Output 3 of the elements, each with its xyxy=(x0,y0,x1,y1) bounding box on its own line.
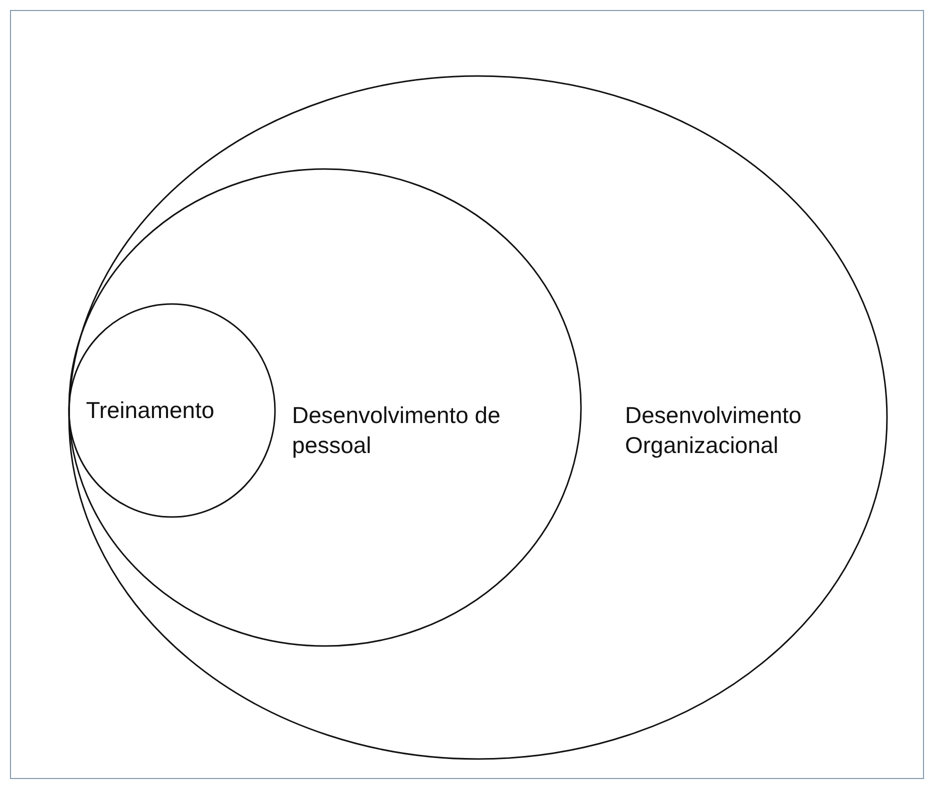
set-label: Treinamento xyxy=(86,396,216,425)
set-label: Desenvolvimento de pessoal xyxy=(292,401,502,460)
set-label: Desenvolvimento Organizacional xyxy=(625,401,802,460)
